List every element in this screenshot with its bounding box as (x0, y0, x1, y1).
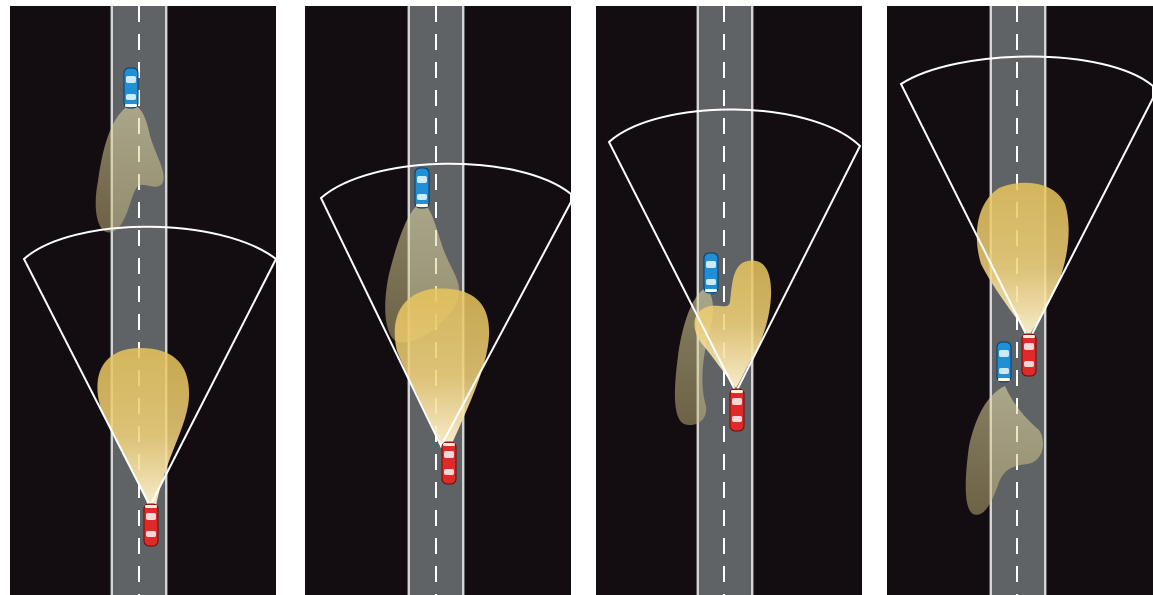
scene-2-canvas (305, 6, 571, 595)
scene-panel-3 (596, 6, 862, 595)
red-car-icon (442, 442, 456, 484)
red-car-icon (730, 389, 744, 431)
scene-panel-2 (305, 6, 571, 595)
blue-car-icon (124, 68, 138, 108)
scene-1-canvas (10, 6, 276, 595)
scene-panel-4 (887, 6, 1153, 595)
scene-4-canvas (887, 6, 1153, 595)
scene-3-canvas (596, 6, 862, 595)
red-car-icon (144, 504, 158, 546)
blue-car-icon (415, 168, 429, 208)
blue-car-icon (704, 253, 718, 293)
scene-panel-1 (10, 6, 276, 595)
blue-car-icon (997, 342, 1011, 382)
red-car-icon (1022, 334, 1036, 376)
